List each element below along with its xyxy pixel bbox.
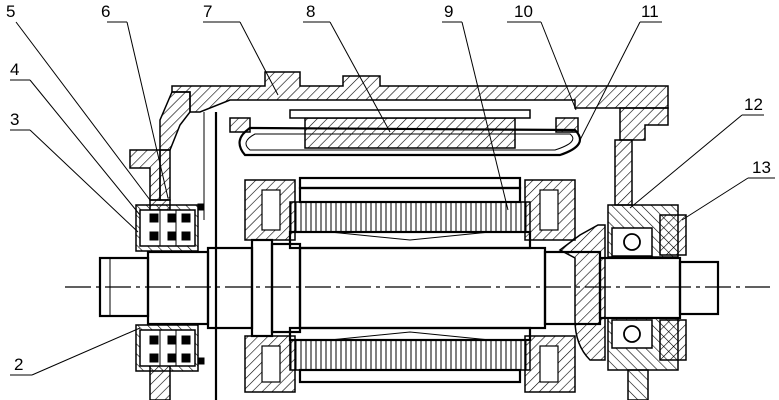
- leader-lines: [10, 21, 775, 376]
- callout-label-9: 9: [444, 2, 453, 21]
- stator: [229, 109, 582, 157]
- callout-label-3: 3: [10, 110, 19, 129]
- left-bearing: [135, 203, 205, 372]
- callout-label-13: 13: [752, 158, 771, 177]
- motor-housing: [159, 71, 669, 400]
- callout-label-8: 8: [306, 2, 315, 21]
- callout-label-5: 5: [6, 2, 15, 21]
- right-bearing: [607, 204, 687, 371]
- callout-label-2: 2: [14, 355, 23, 374]
- callout-label-11: 11: [641, 2, 659, 21]
- rotor: [244, 176, 576, 393]
- callout-label-7: 7: [203, 2, 212, 21]
- right-end-shield: [558, 107, 669, 400]
- callout-label-10: 10: [514, 2, 533, 21]
- callout-label-6: 6: [101, 2, 110, 21]
- callout-label-4: 4: [10, 60, 19, 79]
- callout-label-12: 12: [744, 95, 763, 114]
